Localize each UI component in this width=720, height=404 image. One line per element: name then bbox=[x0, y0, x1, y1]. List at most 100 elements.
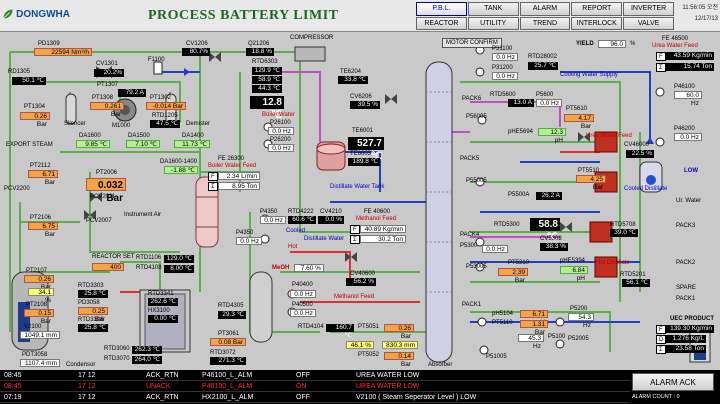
p5500a-tag: P5500A bbox=[508, 192, 530, 198]
p26200-value: 0.0 Hz bbox=[268, 144, 294, 152]
rtd1205-tag: RTD1205 bbox=[152, 113, 178, 119]
da1500-tag: DA1500 bbox=[128, 133, 150, 139]
rtd4104-value: 160.7 ℃ bbox=[326, 324, 354, 339]
da1500-value: 7.10 ℃ bbox=[126, 140, 160, 148]
fe26300-value-2: 8.95 Ton bbox=[218, 182, 260, 190]
rtd5300-value: 58.8 ℃ bbox=[530, 218, 560, 243]
ps6005-tag: P56005 bbox=[466, 114, 487, 120]
pt2006-value: 0.032 Bar bbox=[86, 178, 126, 204]
nav-report[interactable]: REPORT bbox=[571, 2, 623, 16]
p26200-tag: P26200 bbox=[270, 137, 291, 143]
p46200-tag: P46200 bbox=[674, 126, 695, 132]
pcv2011-tag: PCV2011 bbox=[90, 194, 116, 200]
nav-reactor[interactable]: REACTOR bbox=[416, 16, 467, 30]
pdt3058-value: 1107.4 mm bbox=[20, 359, 60, 367]
nav-utility[interactable]: UTILITY bbox=[467, 16, 519, 30]
rtd6303-tag: RTD6303 bbox=[252, 59, 278, 65]
nav-pbl[interactable]: P.B.L. bbox=[416, 2, 467, 16]
pt5610-value: 4.17 Bar bbox=[564, 114, 594, 130]
alarm-date: 17 12 bbox=[78, 383, 96, 390]
pt5110-value: 1.31 Bar bbox=[520, 320, 548, 336]
hx3100-value: 0.00 ℃ bbox=[148, 315, 178, 323]
p26100-tag: P26100 bbox=[270, 120, 291, 126]
p31100-tag: P31100 bbox=[492, 46, 513, 52]
yield-label: YIELD bbox=[576, 41, 594, 47]
p31100-value: 0.0 Hz bbox=[492, 53, 518, 61]
alarm-status: OFF bbox=[296, 394, 310, 401]
alarm-state: ACK_RTN bbox=[146, 372, 179, 379]
cv40600-value: 56.2 % bbox=[346, 278, 376, 286]
p46100-value: 60.0 Hz bbox=[674, 91, 702, 107]
nav-trend[interactable]: TREND bbox=[519, 16, 571, 30]
yield-value: 96.0 bbox=[598, 40, 626, 48]
logo-text: DONGWHA bbox=[16, 8, 70, 20]
rtd4305-value: 29.3 ℃ bbox=[218, 311, 246, 319]
ph5104-tag: pH5104 bbox=[492, 311, 514, 317]
rtd1106-tag: RTD1106 bbox=[136, 255, 162, 261]
rtd4108-tag: RTD4108 bbox=[136, 265, 162, 271]
p4350b-value: 0.0 Hz bbox=[236, 237, 262, 245]
hx3100-tag: HX3100 bbox=[148, 308, 170, 314]
pdt3058-tag: PDT3058 bbox=[22, 352, 48, 358]
compressor-label: COMPRESSOR bbox=[290, 35, 334, 41]
rtd4108-value: 8.00 ℃ bbox=[164, 265, 194, 273]
nav-valve[interactable]: VALVE bbox=[623, 16, 674, 30]
header-bar: DONGWHA PROCESS BATTERY LIMIT P.B.L. TAN… bbox=[0, 0, 720, 32]
pd3058-tag: PD3058 bbox=[78, 300, 100, 306]
cooled-distillate-label: Cooled Distillate bbox=[624, 186, 668, 192]
nav-inverter[interactable]: INVERTER bbox=[623, 2, 674, 16]
pt3061-value: 0.08 Bar bbox=[210, 338, 246, 346]
methanol-feed-label: Methanol Feed bbox=[356, 216, 397, 222]
condensor-label: Condensor bbox=[66, 362, 96, 368]
pt2106-value: 6.75 Bar bbox=[28, 222, 58, 238]
pt2108-value: 0.15 Bar bbox=[24, 309, 54, 325]
cv5308-value: 38.3 % bbox=[540, 243, 568, 251]
alarm-ack-button[interactable]: ALARM ACK bbox=[632, 373, 714, 391]
alarm-row[interactable]: 08:45 17 12 ACK_RTN P46100_L_ALM OFF URE… bbox=[0, 370, 630, 381]
urea-water-label: Urea Water Feed bbox=[652, 43, 698, 49]
pt5310-value: 2.39 Bar bbox=[498, 268, 528, 284]
rtd5201-value: 56.1 ℃ bbox=[622, 279, 650, 287]
rd1305-value: 50.1 ℃ bbox=[12, 77, 46, 85]
uec-f-badge: F bbox=[656, 325, 666, 334]
pt5510-value: 4.25 Bar bbox=[576, 175, 606, 191]
te6204-tag: TE6204 bbox=[340, 69, 362, 75]
pd1309-tag: PD1309 bbox=[38, 41, 60, 47]
cv4210-value: 0.0 % bbox=[318, 216, 344, 224]
uec-value-2: 1.276 Kg/L bbox=[666, 335, 706, 343]
uec-value-3: 23.58 Ton bbox=[666, 345, 706, 353]
p46200-value: 0.0 Hz bbox=[674, 133, 702, 141]
pack6-label: PACK6 bbox=[462, 96, 482, 102]
pt1304-value: 0.26 Bar bbox=[20, 112, 50, 128]
rtd3060-tag: RTD3060 bbox=[104, 346, 130, 352]
cv46000-value: 22.5 % bbox=[626, 150, 654, 158]
rtd6303-value-1: 129.9 ℃ bbox=[252, 67, 282, 75]
da1600-1400-value: -1.88 ℃ bbox=[164, 166, 198, 174]
fe26300-sigma-badge: Σ bbox=[208, 182, 218, 191]
alarm-desc: UREA WATER LOW bbox=[356, 383, 420, 390]
da1600-value: 9.85 ℃ bbox=[76, 140, 110, 148]
pt2112-tag: PT2112 bbox=[30, 163, 51, 169]
meoh-tag: MeOH bbox=[272, 265, 290, 271]
uec-value-1: 139.30 Kg/min bbox=[666, 325, 714, 333]
nav-interlock[interactable]: INTERLOCK bbox=[571, 16, 623, 30]
alarm-desc: UREA WATER LOW bbox=[356, 372, 420, 379]
te6003-tag: TE6003 bbox=[350, 151, 372, 157]
nav-tank[interactable]: TANK bbox=[467, 2, 519, 16]
p31200-value: 0.0 Hz bbox=[492, 72, 518, 80]
cv1206-value: 80.7% bbox=[182, 48, 210, 56]
rtd4222-tag: RTD4222 bbox=[288, 209, 314, 215]
nav-alarm[interactable]: ALARM bbox=[519, 2, 571, 16]
pt2106-tag: PT2106 bbox=[30, 215, 52, 221]
motor-confirm-button[interactable]: MOTOR CONFIRM bbox=[442, 38, 502, 48]
big-temp-value: 12.8 ℃ bbox=[250, 96, 284, 121]
pt5310-tag: PT5310 bbox=[508, 260, 530, 266]
q21206-value: 18.8 % bbox=[246, 48, 274, 56]
alarm-date: 17 12 bbox=[78, 394, 96, 401]
fe40600-value-1: 40.89 Kg/min bbox=[360, 225, 406, 233]
p46100-tag: P46100 bbox=[674, 84, 695, 90]
alarm-row[interactable]: 07:19 17 12 ACK_RTN HX2100_L_ALM OFF V21… bbox=[0, 392, 630, 403]
pt1302-value: -0.014 Bar bbox=[146, 102, 186, 110]
alarm-date: 17 12 bbox=[78, 372, 96, 379]
alarm-row[interactable]: 08:45 17 12 UNACK P46100_L_ALM ON UREA W… bbox=[0, 381, 630, 392]
